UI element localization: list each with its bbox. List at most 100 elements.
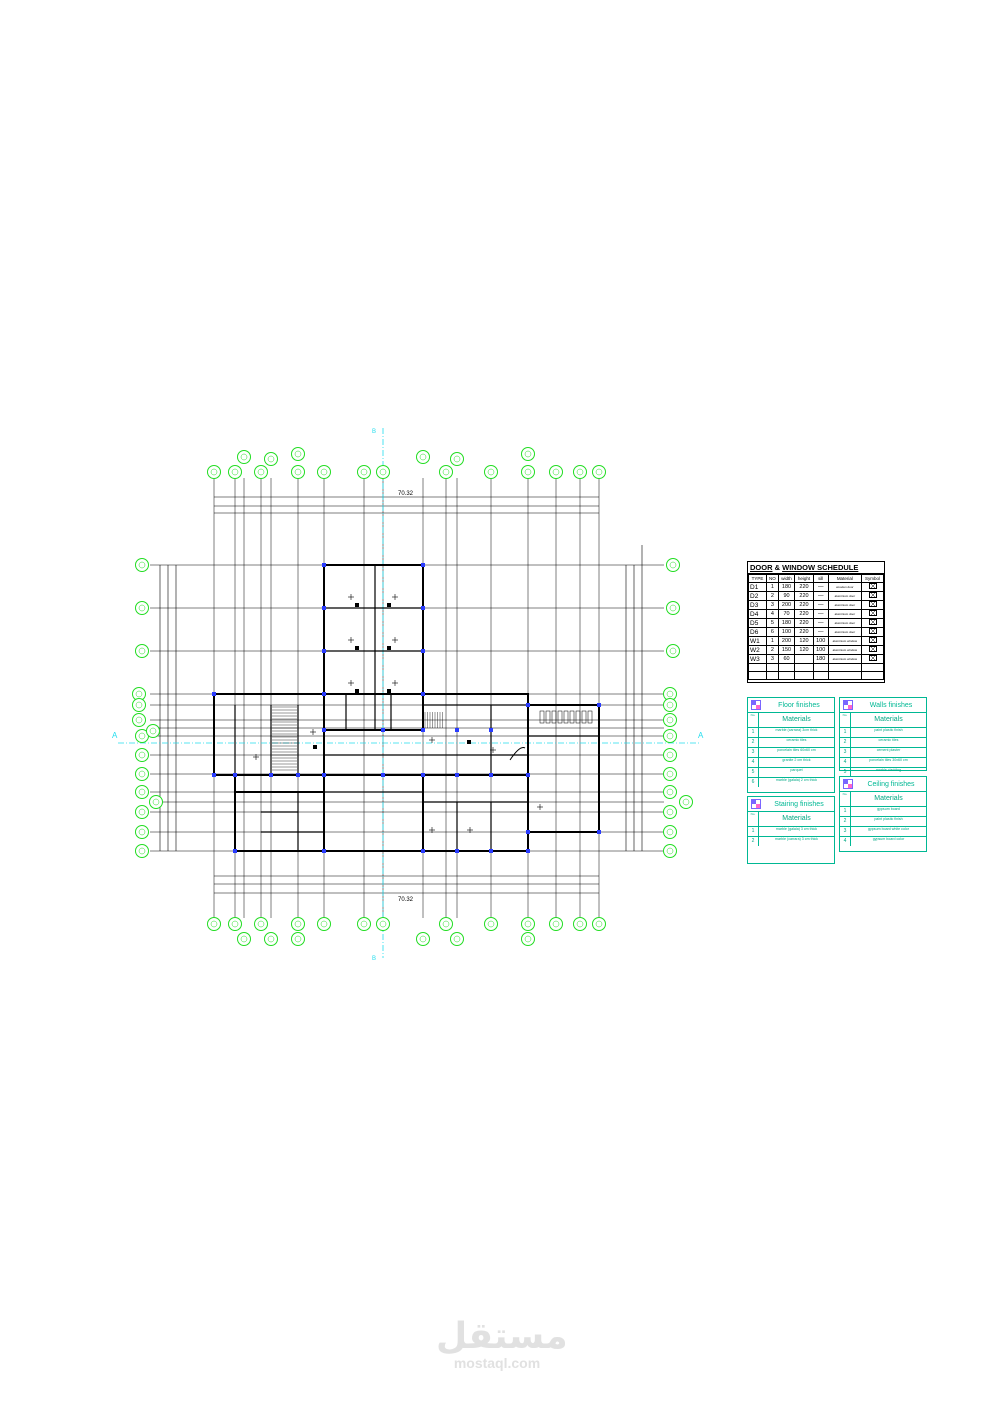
finish-row-material: porcelain tiles 30x60 cm [869, 758, 908, 762]
column [212, 773, 216, 777]
grid-bubble-bottom [254, 917, 268, 931]
finish-row-number: 5 [748, 768, 759, 777]
wc-cubicle [575, 710, 581, 724]
schedule-empty-cell [812, 663, 829, 672]
column [421, 692, 425, 696]
grid-bubble-right [679, 795, 693, 809]
grid-bubble-left [135, 558, 149, 572]
schedule-empty-cell [748, 671, 767, 680]
schedule-empty-cell [861, 671, 884, 680]
schedule-cell-mat: aluminium door [827, 609, 863, 619]
wc-cubicle [557, 710, 563, 724]
walls-finishes-title: Walls finishes [869, 701, 913, 709]
wc-cubicle [551, 710, 557, 724]
grid-bubble-left [132, 713, 146, 727]
finish-row-number: 2 [840, 817, 851, 826]
schedule-cell-no: 6 [765, 627, 779, 637]
floor-finishes-title: Floor finishes [778, 701, 820, 709]
schedule-empty-cell [794, 663, 814, 672]
schedule-cell-mat: aluminium window [827, 636, 863, 646]
column [269, 773, 273, 777]
finish-row-material: marble (galala) 3 cm thick [775, 827, 818, 831]
materials-label: Materials [874, 795, 903, 802]
mostaql-watermark-logo: مستقل mostaql.com [436, 1318, 568, 1371]
schedule-cell-s: 180 [812, 654, 829, 664]
grid-bubble-bottom [521, 917, 535, 931]
grid-bubble-top [291, 447, 305, 461]
finish-row-material: paint plastic finish [874, 728, 903, 732]
schedule-cell-type: D6 [748, 627, 767, 637]
grid-bubble-left [135, 825, 149, 839]
grid-bubble-top [357, 465, 371, 479]
materials-label: Materials [782, 716, 811, 723]
schedule-cell-mat: aluminium door [827, 618, 863, 628]
sink-fixture [467, 827, 473, 833]
grid-bubble-right [663, 713, 677, 727]
sink-fixture [537, 804, 543, 810]
column [526, 703, 530, 707]
finish-row-number: 6 [748, 778, 759, 787]
schedule-cell-no: 5 [765, 618, 779, 628]
finish-legend-icon [843, 779, 853, 789]
sink-fixture [310, 729, 316, 735]
schedule-empty-cell [777, 663, 796, 672]
top-overall-dimension: 70.32 [398, 491, 414, 497]
no-label: No. [840, 713, 851, 727]
grid-bubble-bottom [439, 917, 453, 931]
grid-bubble-right [663, 805, 677, 819]
schedule-empty-cell [861, 663, 884, 672]
column-block [387, 646, 391, 650]
door-symbol-icon [861, 618, 884, 628]
door-symbol-icon [861, 591, 884, 601]
grid-bubble-left [146, 724, 160, 738]
section-marker-top: B [372, 429, 376, 435]
column [526, 849, 530, 853]
schedule-cell-mat: aluminium door [827, 591, 863, 601]
grid-bubble-left [135, 644, 149, 658]
sink-fixture [253, 754, 259, 760]
grid-bubble-top [549, 465, 563, 479]
grid-bubble-bottom [549, 917, 563, 931]
column [322, 649, 326, 653]
column [455, 849, 459, 853]
schedule-title-prefix: DOOR [750, 563, 773, 572]
schedule-cell-type: W2 [748, 645, 767, 655]
grid-bubble-left [135, 844, 149, 858]
column-block [355, 689, 359, 693]
grid-bubble-left [135, 805, 149, 819]
wc-cubicle [587, 710, 593, 724]
grid-bubble-top [484, 465, 498, 479]
sink-fixture [429, 737, 435, 743]
col-width: width [777, 574, 796, 583]
column [455, 728, 459, 732]
schedule-empty-cell [827, 671, 863, 680]
finish-row-material: gypsum board white color [868, 827, 909, 831]
grid-bubble-right [666, 644, 680, 658]
column [421, 563, 425, 567]
wc-cubicle [539, 710, 545, 724]
grid-bubble-bottom [207, 917, 221, 931]
grid-bubble-top [521, 465, 535, 479]
no-label: No. [840, 792, 851, 806]
schedule-cell-h: 220 [794, 627, 814, 637]
column [421, 728, 425, 732]
schedule-cell-no: 1 [765, 582, 779, 592]
schedule-empty-cell [765, 663, 779, 672]
grid-bubble-bottom [592, 917, 606, 931]
schedule-cell-type: D5 [748, 618, 767, 628]
watermark-latin: mostaql.com [453, 1355, 541, 1371]
schedule-cell-h: 220 [794, 600, 814, 610]
grid-bubble-bottom [237, 932, 251, 946]
